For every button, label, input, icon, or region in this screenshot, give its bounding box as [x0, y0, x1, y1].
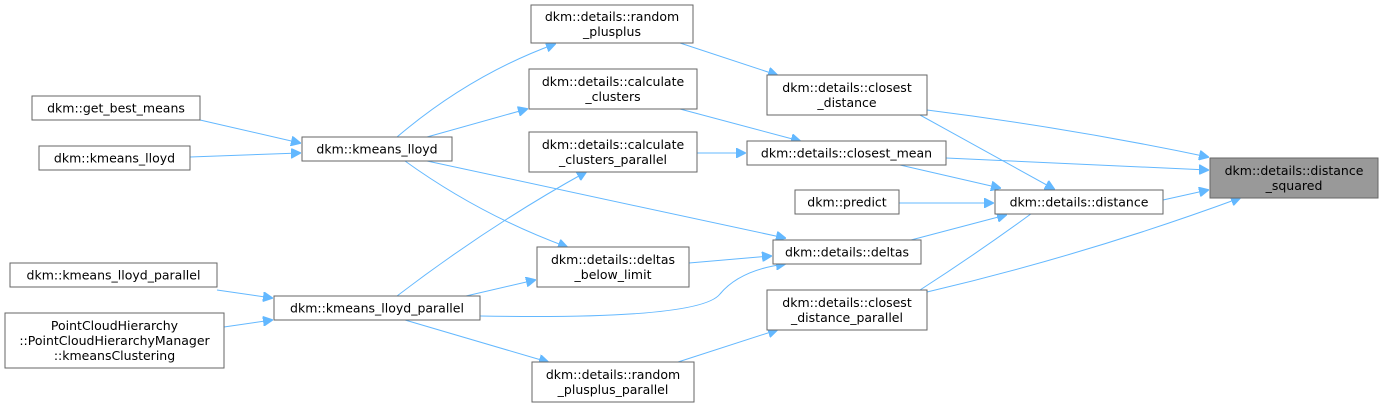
node-label: dkm::details::calculate: [542, 137, 685, 152]
nodes: dkm::details::distance_squareddkm::detai…: [4, 4, 1379, 403]
edge-random-plusplus-parallel-to-closest-distance-parallel: [677, 330, 777, 363]
edge-kmeans-lloyd-parallel-outer-to-kmeans-lloyd-parallel: [216, 289, 272, 298]
edges: [189, 42, 1240, 363]
edge-closest-mean-to-distance: [899, 164, 1000, 188]
node-box[interactable]: [794, 189, 900, 215]
node-label: _distance: [816, 95, 877, 110]
edge-closest-distance-to-distance-squared: [926, 109, 1208, 157]
node-label: dkm::details::closest: [782, 80, 912, 95]
node-random-plusplus[interactable]: dkm::details::random_plusplus: [530, 4, 694, 44]
edge-kmeans-lloyd-to-deltas-below-limit: [404, 160, 567, 247]
edge-random-plusplus-to-closest-distance: [679, 42, 777, 75]
node-kmeans-lloyd-parallel-outer[interactable]: dkm::kmeans_lloyd_parallel: [9, 262, 218, 288]
node-label: _clusters_parallel: [558, 152, 667, 167]
node-label: _distance_parallel: [790, 310, 903, 325]
node-label: _plusplus: [582, 24, 641, 39]
node-pointcloud[interactable]: PointCloudHierarchy::PointCloudHierarchy…: [4, 312, 225, 369]
node-label: dkm::predict: [807, 195, 887, 210]
node-label: dkm::kmeans_lloyd: [54, 151, 175, 166]
node-label: _plusplus_parallel: [557, 382, 669, 397]
edge-kmeans-lloyd-to-random-plusplus: [396, 44, 555, 138]
node-box[interactable]: [38, 145, 191, 171]
node-closest-distance-parallel[interactable]: dkm::details::closest_distance_parallel: [766, 289, 928, 331]
node-box[interactable]: [528, 68, 698, 110]
node-kmeans-lloyd-outer[interactable]: dkm::kmeans_lloyd: [38, 145, 191, 171]
node-box[interactable]: [301, 136, 453, 162]
node-label: dkm::details::distance: [1225, 163, 1364, 178]
node-distance[interactable]: dkm::details::distance: [994, 189, 1164, 215]
edge-kmeans-lloyd-to-deltas: [426, 160, 785, 238]
edge-closest-distance-to-distance: [919, 114, 1054, 189]
node-kmeans-lloyd[interactable]: dkm::kmeans_lloyd: [301, 136, 453, 162]
node-predict[interactable]: dkm::predict: [794, 189, 900, 215]
edge-closest-mean-to-distance-squared: [945, 157, 1208, 170]
node-label: dkm::kmeans_lloyd: [316, 142, 437, 157]
node-box[interactable]: [536, 246, 690, 288]
node-box[interactable]: [746, 140, 947, 166]
node-calculate-clusters-parallel[interactable]: dkm::details::calculate_clusters_paralle…: [528, 131, 698, 173]
edge-deltas-to-distance: [910, 215, 1006, 241]
node-calculate-clusters[interactable]: dkm::details::calculate_clusters: [528, 68, 698, 110]
node-distance-squared[interactable]: dkm::details::distance_squared: [1209, 157, 1379, 199]
node-box[interactable]: [4, 312, 225, 369]
node-label: dkm::details::random: [546, 367, 680, 382]
node-label: _below_limit: [574, 267, 652, 282]
node-label: PointCloudHierarchy: [51, 318, 179, 333]
node-label: ::kmeansClustering: [54, 348, 175, 363]
node-random-plusplus-parallel[interactable]: dkm::details::random_plusplus_parallel: [531, 361, 695, 403]
node-get-best-means[interactable]: dkm::get_best_means: [31, 95, 201, 121]
edge-kmeans-lloyd-outer-to-kmeans-lloyd: [189, 153, 300, 157]
node-kmeans-lloyd-parallel[interactable]: dkm::kmeans_lloyd_parallel: [273, 295, 481, 321]
node-closest-distance[interactable]: dkm::details::closest_distance: [766, 74, 928, 116]
node-closest-mean[interactable]: dkm::details::closest_mean: [746, 140, 947, 166]
node-label: _clusters: [584, 89, 640, 104]
node-label: dkm::get_best_means: [47, 101, 185, 116]
node-label: dkm::details::deltas: [551, 252, 675, 267]
node-box[interactable]: [994, 189, 1164, 215]
node-box[interactable]: [273, 295, 481, 321]
edge-kmeans-lloyd-parallel-to-deltas-below-limit: [465, 280, 535, 297]
edge-kmeans-lloyd-parallel-to-deltas: [479, 264, 785, 318]
edge-get-best-means-to-kmeans-lloyd: [199, 119, 300, 143]
edge-kmeans-lloyd-to-calculate-clusters: [426, 109, 527, 138]
edge-pointcloud-to-kmeans-lloyd-parallel: [223, 320, 272, 328]
edge-kmeans-lloyd-parallel-to-random-plusplus-parallel: [404, 319, 548, 362]
node-box[interactable]: [528, 131, 698, 173]
node-box[interactable]: [766, 289, 928, 331]
node-deltas[interactable]: dkm::details::deltas: [772, 239, 922, 265]
node-box[interactable]: [766, 74, 928, 116]
node-box[interactable]: [1209, 157, 1379, 199]
node-label: dkm::details::closest: [782, 295, 912, 310]
edge-distance-to-distance-squared: [1162, 190, 1208, 201]
node-deltas-below-limit[interactable]: dkm::details::deltas_below_limit: [536, 246, 690, 288]
edge-deltas-below-limit-to-deltas: [688, 256, 771, 264]
node-label: ::PointCloudHierarchyManager: [19, 333, 210, 348]
node-label: dkm::kmeans_lloyd_parallel: [290, 301, 464, 316]
edge-calculate-clusters-to-closest-mean: [679, 108, 800, 141]
node-box[interactable]: [531, 361, 695, 403]
node-box[interactable]: [31, 95, 201, 121]
node-label: _squared: [1265, 178, 1323, 193]
node-label: dkm::details::closest_mean: [761, 146, 932, 161]
node-label: dkm::details::distance: [1010, 195, 1149, 210]
node-label: dkm::details::random: [545, 9, 679, 24]
node-label: dkm::kmeans_lloyd_parallel: [27, 268, 201, 283]
node-box[interactable]: [772, 239, 922, 265]
node-label: dkm::details::calculate: [542, 74, 685, 89]
node-box[interactable]: [9, 262, 218, 288]
edge-closest-distance-parallel-to-distance-squared: [926, 198, 1240, 293]
edge-kmeans-lloyd-parallel-to-calculate-clusters-parallel: [396, 172, 586, 297]
node-box[interactable]: [530, 4, 694, 44]
node-label: dkm::details::deltas: [785, 245, 909, 260]
